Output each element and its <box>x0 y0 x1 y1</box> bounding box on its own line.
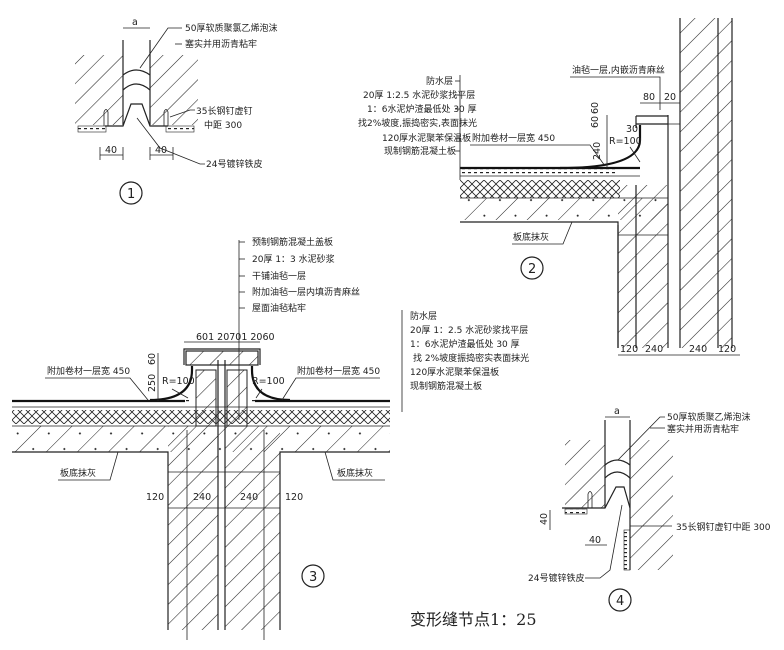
detail3-cap-layer-1: 预制钢筋混凝土盖板 <box>252 236 333 248</box>
detail2-label-felt: 油毡一层,内嵌沥青麻丝 <box>572 64 665 76</box>
detail4-label-foam: 50厚软质聚乙烯泡沫 <box>667 411 750 423</box>
detail2-layer-insulation: 120厚水泥聚苯保温板 <box>382 132 471 144</box>
detail4-number: 4 <box>616 594 624 609</box>
detail1-number: 1 <box>127 187 135 202</box>
detail4-label-sheet: 24号镀锌铁皮 <box>528 572 584 584</box>
drawing-title: 变形缝节点1：25 <box>410 610 537 629</box>
detail2-dim-30: 30 <box>626 124 638 135</box>
detail3-dim-60: 60 <box>147 353 158 365</box>
detail3-layer-slag: 1：6水泥炉渣最低处 30 厚 <box>410 338 520 350</box>
detail4-dim-40v: 40 <box>539 513 550 525</box>
detail3-layer-waterproof: 防水层 <box>410 310 437 322</box>
detail-number-circle <box>520 256 544 280</box>
detail2-layer-slab: 现制钢筋混凝土板 <box>384 145 456 157</box>
detail3-dim-250: 250 <box>147 374 158 392</box>
detail1-dim-left: 40 <box>105 145 117 156</box>
detail3-label-radius-left: R=100 <box>162 376 195 387</box>
detail2-layer-waterproof: 防水层 <box>426 75 453 87</box>
detail2-label-extra-membrane: 附加卷材一层宽 450 <box>472 132 555 144</box>
detail3-cap-layer-5: 屋面油毡粘牢 <box>252 302 306 314</box>
detail3-number: 3 <box>309 570 317 585</box>
detail1-label-seal: 塞实并用沥青粘牢 <box>185 38 257 50</box>
detail3-dim-b4: 120 <box>285 492 303 503</box>
detail2-layer-slag: 1：6水泥炉渣最低处 30 厚 <box>367 103 477 115</box>
detail3-cap-layer-4: 附加油毡一层内填沥青麻丝 <box>252 286 360 298</box>
detail3-dim-top: 601 20701 2060 <box>196 332 275 343</box>
detail-2: 防水层 20厚 1:2.5 水泥砂浆找平层 1：6水泥炉渣最低处 30 厚 找2… <box>358 18 740 356</box>
detail2-dim-b3: 240 <box>689 344 707 355</box>
detail3-layer-screed: 20厚 1：2.5 水泥砂浆找平层 <box>410 324 528 336</box>
detail3-label-membrane-left: 附加卷材一层宽 450 <box>47 365 130 377</box>
detail-4: a 50厚软质聚乙烯泡沫 塞实并用沥青粘牢 35长钢钉虚钉中距 300 24号镀… <box>528 406 771 612</box>
detail-number-circle <box>119 181 143 205</box>
detail3-label-radius-right: R=100 <box>252 376 285 387</box>
detail2-dim-60a: 60 <box>590 102 601 114</box>
dim-a-label: a <box>132 17 138 28</box>
detail2-dim-20: 20 <box>664 92 676 103</box>
detail3-dim-b2: 240 <box>193 492 211 503</box>
detail3-cap-layer-2: 20厚 1：3 水泥砂浆 <box>252 253 335 265</box>
detail2-dim-60b: 60 <box>590 116 601 128</box>
detail4-dim-a-label: a <box>614 406 620 417</box>
detail1-label-nail: 35长钢钉虚钉 <box>196 105 252 117</box>
detail3-label-plaster-left: 板底抹灰 <box>60 467 96 479</box>
detail4-label-seal: 塞实并用沥青粘牢 <box>667 423 739 435</box>
detail-3: 601 20701 2060 预制钢筋混凝土盖板 20厚 1：3 水泥砂浆 干铺… <box>12 236 529 640</box>
detail3-layer-insulation: 120厚水泥聚苯保温板 <box>410 366 499 378</box>
detail2-dim-240: 240 <box>592 142 603 160</box>
detail3-dim-b1: 120 <box>146 492 164 503</box>
detail2-layer-slope: 找2%坡度,振捣密实,表面抹光 <box>358 117 477 129</box>
detail2-dim-b4: 120 <box>718 344 736 355</box>
detail1-label-spacing: 中距 300 <box>204 119 242 131</box>
detail3-dim-b3: 240 <box>240 492 258 503</box>
detail3-layer-slab: 现制钢筋混凝土板 <box>410 380 482 392</box>
detail2-dim-b1: 120 <box>620 344 638 355</box>
detail2-number: 2 <box>528 262 536 277</box>
detail1-label-foam: 50厚软质聚氯乙烯泡沫 <box>185 22 277 34</box>
detail3-label-membrane-right: 附加卷材一层宽 450 <box>297 365 380 377</box>
detail2-dim-80: 80 <box>643 92 655 103</box>
detail3-cap-layer-3: 干铺油毡一层 <box>252 270 306 282</box>
detail1-label-sheet: 24号镀锌铁皮 <box>206 158 262 170</box>
detail2-dim-b2: 240 <box>645 344 663 355</box>
detail-1: a 50厚软质聚氯乙烯泡沫 塞实并用沥青粘牢 35长钢钉虚钉 中距 300 24… <box>75 17 277 205</box>
detail3-label-plaster-right: 板底抹灰 <box>337 467 373 479</box>
detail2-layer-screed: 20厚 1:2.5 水泥砂浆找平层 <box>363 89 475 101</box>
detail2-label-plaster: 板底抹灰 <box>513 231 549 243</box>
detail2-label-radius: R=100 <box>609 136 642 147</box>
detail3-layer-slope: 找 2%坡度振捣密实表面抹光 <box>413 352 529 364</box>
detail4-dim-40h: 40 <box>589 535 601 546</box>
detail1-dim-right: 40 <box>155 145 167 156</box>
detail4-label-nail: 35长钢钉虚钉中距 300 <box>676 521 771 533</box>
detail-number-circle <box>301 564 325 588</box>
detail-number-circle <box>608 588 632 612</box>
